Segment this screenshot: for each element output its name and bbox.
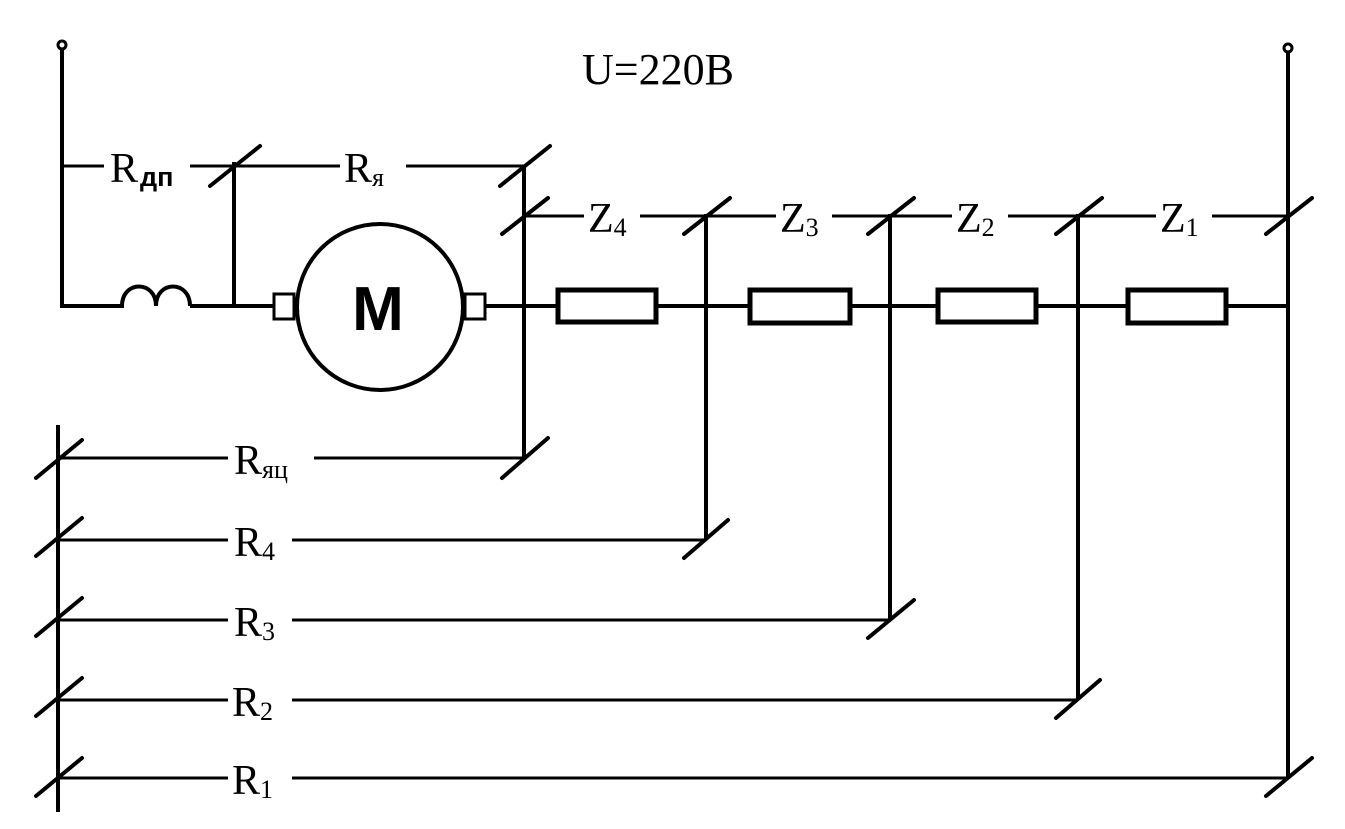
dim-line-r3: [34, 592, 916, 644]
dim-line-r2: [34, 672, 1102, 724]
label-r-dp: Rдп: [110, 146, 173, 192]
label-z2: Z2: [956, 196, 995, 242]
label-r-ya: Rя: [344, 146, 384, 192]
right-terminal: [1282, 42, 1294, 778]
dim-line-r4: [34, 512, 730, 564]
left-terminal: [56, 39, 68, 308]
resistor-z2: [935, 287, 1039, 325]
motor-brush-left: [272, 292, 296, 321]
motor-armature: [295, 222, 465, 392]
resistor-z1: [1125, 287, 1229, 326]
label-z4: Z4: [588, 196, 627, 242]
label-r1: R1: [232, 758, 273, 804]
motor: M: [272, 222, 487, 392]
resistor-z3: [747, 287, 853, 326]
resistor-z4: [555, 287, 659, 325]
label-r3: R3: [234, 600, 275, 646]
label-z1: Z1: [1160, 196, 1199, 242]
motor-brush-right: [463, 292, 487, 321]
label-r2: R2: [232, 680, 273, 726]
dim-line-r-yats: [34, 430, 550, 482]
label-z3: Z3: [780, 196, 819, 242]
motor-letter: M: [352, 275, 404, 344]
label-r-yats: Rяц: [234, 438, 288, 484]
dim-line-z: [500, 192, 1314, 238]
tap-lines: [232, 162, 1080, 700]
dim-line-top: [62, 140, 552, 190]
label-r4: R4: [234, 520, 275, 566]
dim-line-r1: [34, 750, 1314, 802]
inductor-coil: [120, 284, 192, 307]
main-circuit: [60, 284, 1290, 308]
supply-voltage-label: U=220B: [582, 45, 734, 94]
